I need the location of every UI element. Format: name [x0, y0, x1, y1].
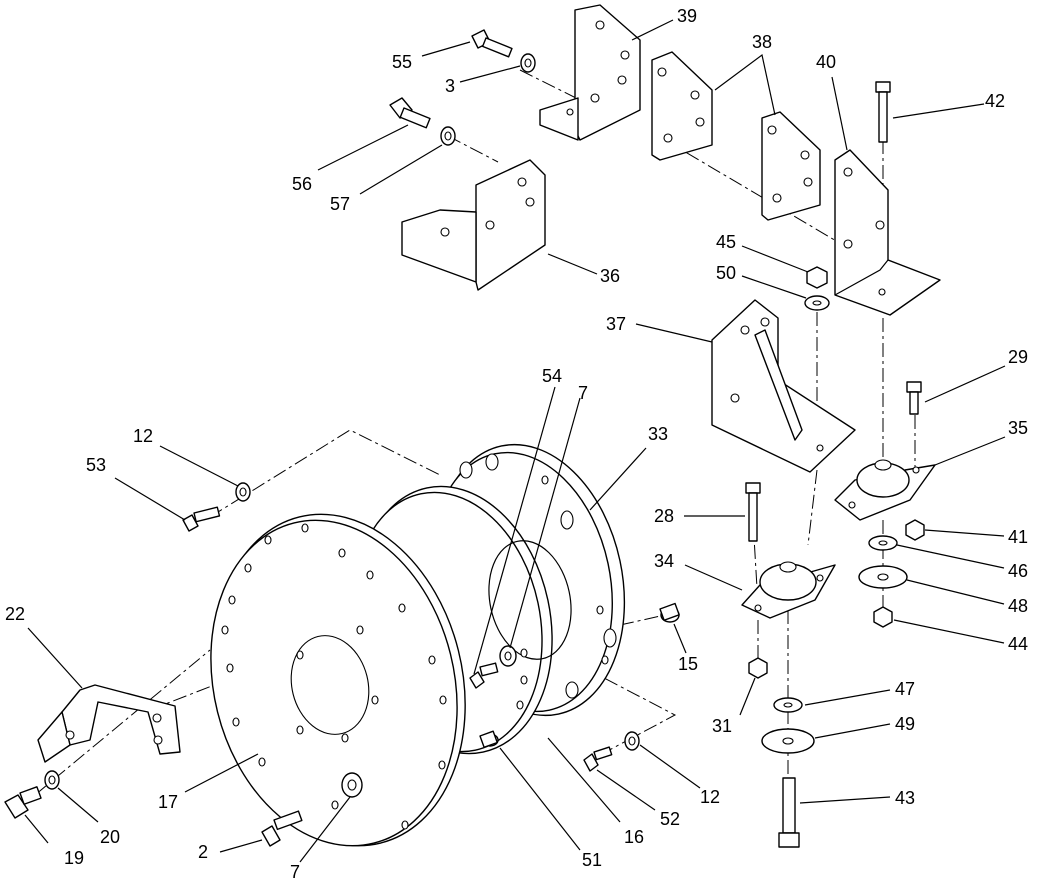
callout-54: 54 [542, 366, 562, 386]
isolator-34 [741, 561, 836, 619]
callout-35: 35 [1008, 418, 1028, 438]
callout-55: 55 [392, 52, 412, 72]
bracket-38-right [761, 111, 821, 221]
nut-31 [748, 657, 768, 679]
callout-12-lower: 12 [700, 787, 720, 807]
washer-12-upper [235, 482, 251, 502]
callout-2: 2 [198, 842, 208, 862]
callout-34: 34 [654, 551, 674, 571]
bracket-39 [539, 4, 641, 141]
callout-labels: 55 3 39 38 40 42 56 57 36 45 50 37 29 35… [5, 6, 1028, 882]
callout-3: 3 [445, 76, 455, 96]
callout-45: 45 [716, 232, 736, 252]
callout-56: 56 [292, 174, 312, 194]
washer-20 [44, 770, 60, 790]
callout-20: 20 [100, 827, 120, 847]
pin-51 [479, 730, 499, 748]
washer-3 [520, 53, 536, 73]
callout-12-upper: 12 [133, 426, 153, 446]
callout-17: 17 [158, 792, 178, 812]
callout-57: 57 [330, 194, 350, 214]
bolt-55 [471, 29, 513, 58]
bolt-56 [389, 97, 431, 129]
nut-45 [806, 266, 828, 289]
bolt-29 [906, 381, 922, 415]
callout-37: 37 [606, 314, 626, 334]
bracket-38-left [651, 51, 713, 161]
drive-plate [210, 513, 466, 847]
callout-39: 39 [677, 6, 697, 26]
callout-7-lower: 7 [290, 862, 300, 882]
callout-53: 53 [86, 455, 106, 475]
callout-44: 44 [1008, 634, 1028, 654]
callout-40: 40 [816, 52, 836, 72]
callout-52: 52 [660, 809, 680, 829]
callout-51: 51 [582, 850, 602, 870]
bolt-2 [261, 810, 303, 847]
callout-43: 43 [895, 788, 915, 808]
callout-36: 36 [600, 266, 620, 286]
isolator-35 [834, 459, 936, 521]
bolt-53 [182, 506, 221, 532]
washer-46 [868, 535, 898, 551]
washer-7-upper [499, 645, 517, 667]
washer-49 [761, 728, 815, 754]
washer-12-lower [624, 731, 640, 751]
bracket-22 [37, 684, 181, 763]
callout-33: 33 [648, 424, 668, 444]
pin-15 [659, 602, 680, 623]
washer-50 [804, 295, 830, 311]
bolt-54 [469, 662, 499, 689]
bracket-37 [711, 299, 856, 473]
callout-28: 28 [654, 506, 674, 526]
callout-15: 15 [678, 654, 698, 674]
callout-7-upper: 7 [578, 383, 588, 403]
bracket-36 [401, 159, 546, 291]
callout-38: 38 [752, 32, 772, 52]
nut-41 [905, 519, 925, 541]
callout-47: 47 [895, 679, 915, 699]
washer-57 [440, 126, 456, 146]
bolt-42 [875, 81, 891, 143]
callout-31: 31 [712, 716, 732, 736]
bolt-43 [778, 777, 800, 848]
callout-42: 42 [985, 91, 1005, 111]
washer-7-lower [341, 772, 363, 798]
washer-47 [773, 697, 803, 713]
callout-22: 22 [5, 604, 25, 624]
callout-19: 19 [64, 848, 84, 868]
callout-50: 50 [716, 263, 736, 283]
bolt-52 [583, 746, 613, 772]
callout-16: 16 [624, 827, 644, 847]
bracket-40 [834, 149, 941, 316]
bolt-28 [745, 482, 761, 542]
callout-49: 49 [895, 714, 915, 734]
washer-48 [858, 565, 908, 589]
callout-46: 46 [1008, 561, 1028, 581]
bolt-19 [4, 786, 42, 819]
callout-48: 48 [1008, 596, 1028, 616]
callout-29: 29 [1008, 347, 1028, 367]
leader-lines [24, 19, 1006, 863]
callout-41: 41 [1008, 527, 1028, 547]
nut-44 [873, 606, 893, 628]
